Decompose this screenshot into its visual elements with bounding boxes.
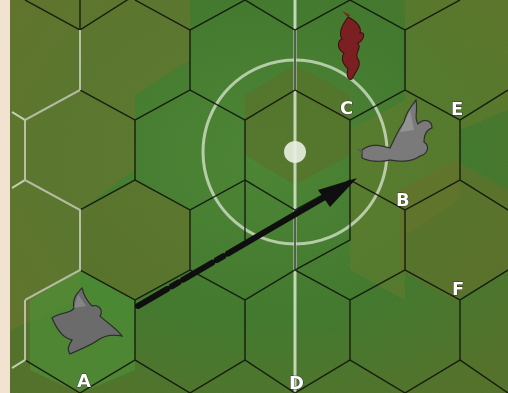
hex-label-c: C <box>340 98 353 119</box>
hex-label-f: F <box>452 279 464 300</box>
center-spot <box>284 141 306 163</box>
hex-label-e: E <box>451 99 463 120</box>
hex-label-a: A <box>77 371 91 392</box>
hex-label-d: D <box>289 373 304 393</box>
hex-label-b: B <box>396 190 410 211</box>
left-border <box>0 0 10 393</box>
